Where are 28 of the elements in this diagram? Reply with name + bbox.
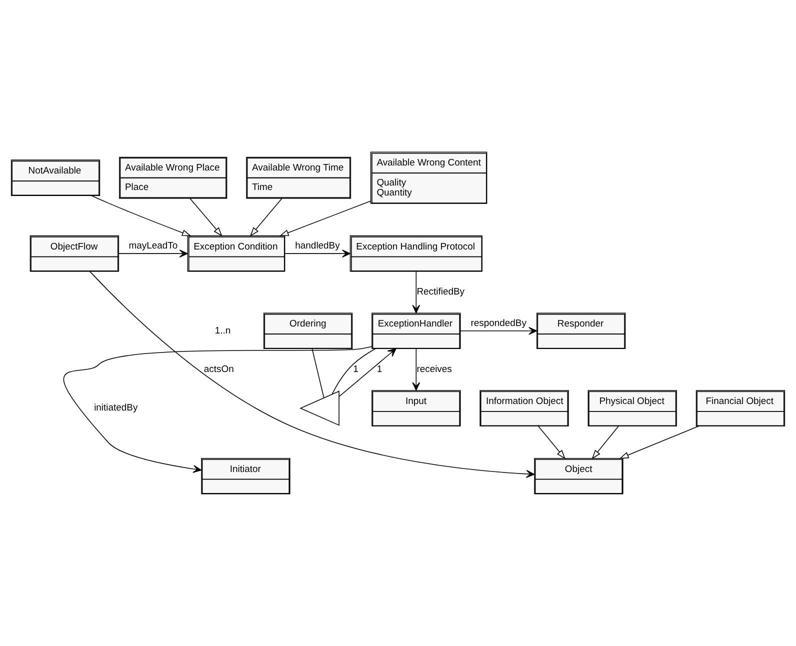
arrow [91, 195, 192, 236]
arrow [338, 348, 396, 397]
connector [312, 348, 324, 398]
edge-label: handledBy [295, 240, 340, 252]
arrow [89, 271, 535, 478]
arrow [460, 326, 538, 335]
arrow [279, 200, 372, 236]
arrow [190, 198, 222, 237]
edge-label: 1 [353, 364, 358, 376]
arrow [118, 250, 188, 258]
arrow [250, 198, 282, 237]
label: 1..n [214, 325, 231, 336]
arrow [63, 346, 372, 473]
arrow [538, 426, 566, 460]
edge-label: initiatedBy [94, 402, 138, 414]
arrow [592, 426, 619, 460]
connector [332, 348, 376, 394]
arrow [412, 348, 420, 391]
edge-label: 1 [376, 364, 382, 376]
edge-label: respondedBy [470, 318, 526, 329]
arrow [619, 426, 700, 459]
arrow [284, 250, 351, 258]
arrow [412, 271, 420, 314]
edge-label: mayLeadTo [128, 240, 178, 252]
edge-label: RectifiedBy [416, 286, 465, 298]
edge-label: receives [416, 364, 452, 376]
edge-label: actsOn [204, 364, 234, 376]
node-triangle [300, 390, 340, 426]
